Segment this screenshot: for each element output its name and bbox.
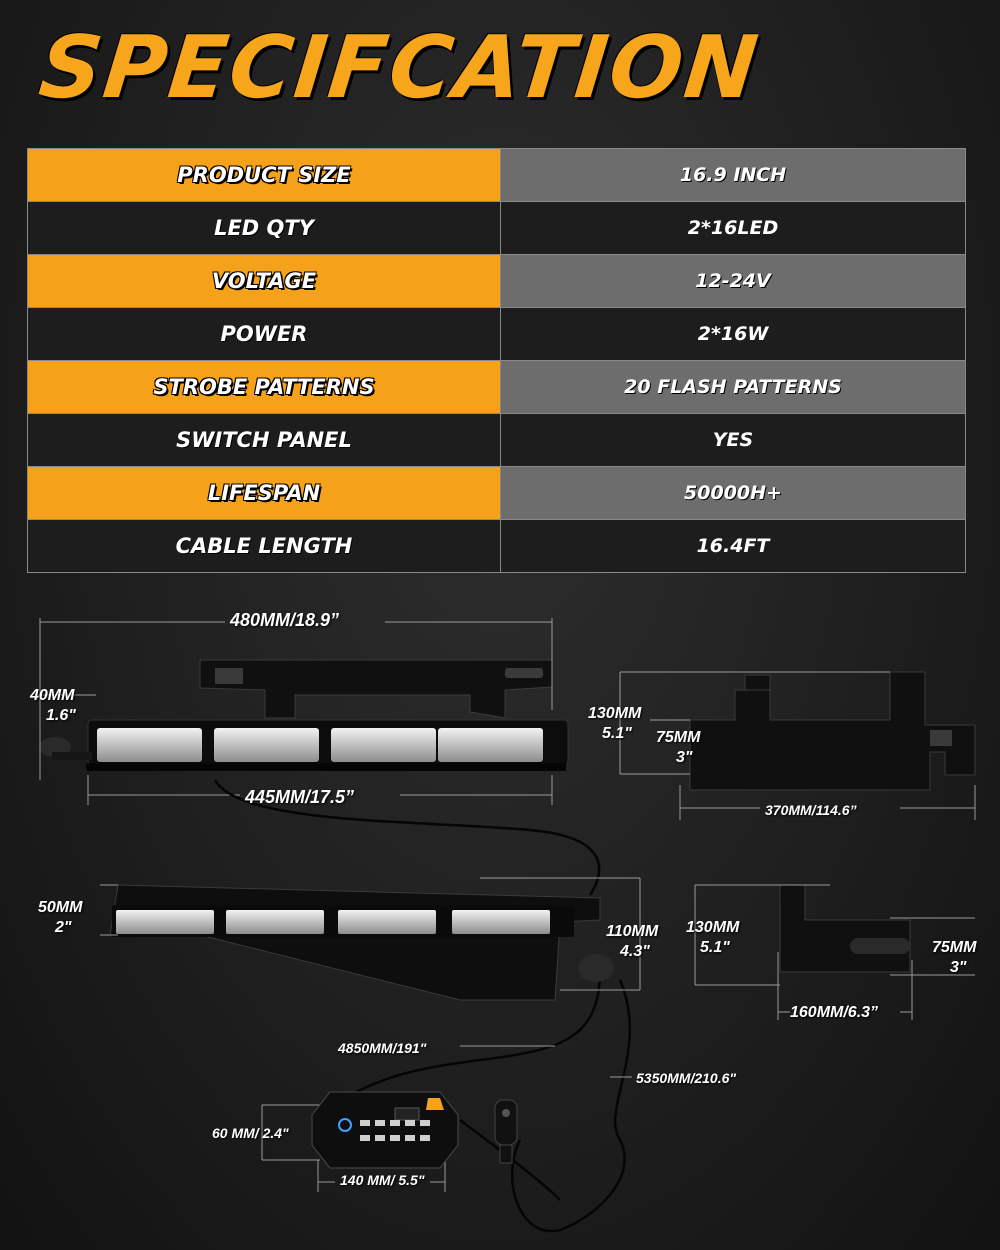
dim-bar-height-in: 2": [55, 919, 72, 936]
spec-value: 16.4FT: [500, 519, 966, 573]
lower-light-bar: [109, 884, 614, 1001]
spec-key: VOLTAGE: [27, 254, 501, 308]
top-led-modules: [97, 728, 543, 762]
spec-key: LIFESPAN: [27, 466, 501, 520]
dim-bar-height-mm: 50MM: [38, 899, 83, 916]
dim-bar-depth-mm: 110MM: [606, 923, 659, 940]
spec-key: STROBE PATTERNS: [27, 360, 501, 414]
spec-value: 2*16W: [500, 307, 966, 361]
cable: [213, 779, 631, 1233]
spec-value: 16.9 INCH: [500, 148, 966, 202]
dim-small-bracket-length: 160MM/6.3”: [790, 1004, 879, 1021]
logo-icon: [426, 1098, 444, 1110]
controller: [311, 1091, 459, 1169]
right-bracket: [689, 671, 976, 791]
small-bracket: [779, 884, 911, 973]
spec-value: 20 FLASH PATTERNS: [500, 360, 966, 414]
spec-key: POWER: [27, 307, 501, 361]
dimension-lines-lower: [100, 877, 641, 991]
spec-key: PRODUCT SIZE: [27, 148, 501, 202]
spec-key: SWITCH PANEL: [27, 413, 501, 467]
dim-bar-depth-in: 4.3": [620, 943, 650, 960]
spec-value: 50000H+: [500, 466, 966, 520]
dim-controller-width: 140 MM/ 5.5": [340, 1172, 425, 1188]
dim-bracket-slot-in: 3": [676, 749, 693, 766]
cigarette-plug-icon: [494, 1099, 518, 1164]
product-drawing: [36, 618, 976, 1233]
dimension-diagram: 480MM/18.9” 40MM 1.6" 445MM/17.5” 130MM …: [0, 580, 1000, 1250]
dimension-lines-small-bracket: [694, 884, 975, 1020]
dim-top-height-mm: 40MM: [30, 687, 75, 704]
dim-cable-2: 5350MM/210.6": [636, 1070, 737, 1086]
dim-top-length: 445MM/17.5”: [245, 787, 355, 807]
dim-bracket-height-mm: 130MM: [588, 705, 642, 722]
dimension-lines-bracket: [619, 671, 976, 820]
dim-bracket-height-in: 5.1": [602, 725, 632, 742]
dim-top-width: 480MM/18.9”: [230, 610, 340, 630]
dim-cable-1: 4850MM/191": [338, 1040, 427, 1056]
page-title: SPECIFCATION: [34, 18, 765, 118]
dim-bracket-slot-mm: 75MM: [656, 729, 701, 746]
dim-bracket-length: 370MM/114.6”: [765, 802, 857, 818]
dim-small-bracket-height-in: 5.1": [700, 939, 730, 956]
spec-key: LED QTY: [27, 201, 501, 255]
dimension-lines-top: [36, 618, 553, 805]
dim-small-bracket-slot-mm: 75MM: [932, 939, 977, 956]
dim-controller-height: 60 MM/ 2.4": [212, 1125, 289, 1141]
dim-top-height-in: 1.6": [46, 707, 76, 724]
spec-value: 2*16LED: [500, 201, 966, 255]
power-icon: [338, 1118, 352, 1132]
dimension-lines-cables: [261, 1045, 632, 1192]
dim-small-bracket-height-mm: 130MM: [686, 919, 740, 936]
spec-value: YES: [500, 413, 966, 467]
dim-small-bracket-slot-in: 3": [950, 959, 967, 976]
suction-cup-icon: [578, 954, 614, 982]
spec-value: 12-24V: [500, 254, 966, 308]
spec-key: CABLE LENGTH: [27, 519, 501, 573]
